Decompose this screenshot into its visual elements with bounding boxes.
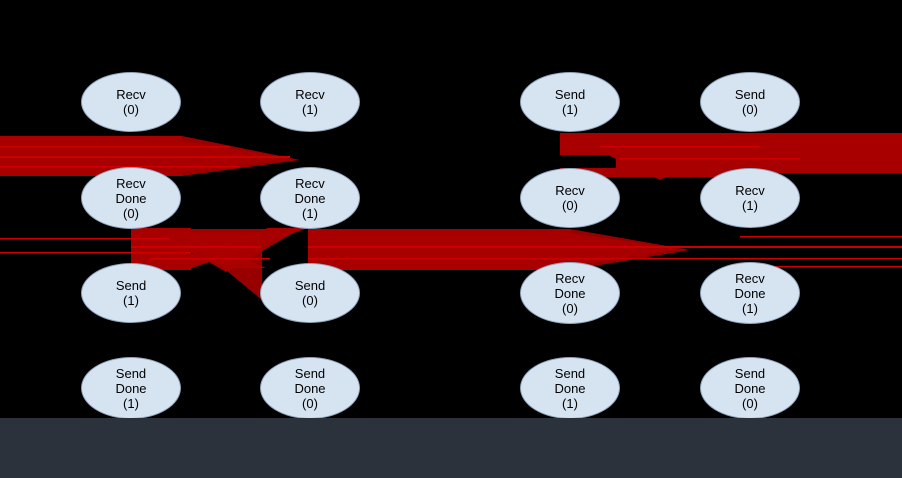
graph-node-label: Send (0)	[734, 87, 766, 117]
graph-node-label: Recv (0)	[116, 87, 146, 117]
graph-node-n03[interactable]: Send Done (1)	[81, 357, 181, 419]
graph-node-n23[interactable]: Send Done (1)	[520, 357, 620, 419]
edge-band-right-top	[560, 133, 902, 180]
graph-node-n33[interactable]: Send Done (0)	[700, 357, 800, 419]
graph-node-n20[interactable]: Send (1)	[520, 72, 620, 132]
graph-node-label: Recv Done (1)	[294, 175, 326, 221]
graph-node-n10[interactable]: Recv (1)	[260, 72, 360, 132]
edge-band-center-middle	[0, 229, 902, 270]
graph-node-n30[interactable]: Send (0)	[700, 72, 800, 132]
graph-node-label: Send (1)	[554, 87, 586, 117]
graph-node-n21[interactable]: Recv (0)	[520, 168, 620, 228]
graph-node-label: Send Done (0)	[734, 365, 766, 411]
graph-node-label: Recv Done (0)	[115, 175, 147, 221]
graph-node-n22[interactable]: Recv Done (0)	[520, 262, 620, 324]
graph-node-label: Send (0)	[294, 278, 326, 308]
graph-node-n11[interactable]: Recv Done (1)	[260, 167, 360, 229]
bottom-status-bar	[0, 418, 902, 478]
graph-node-label: Recv (1)	[295, 87, 325, 117]
graph-node-n32[interactable]: Recv Done (1)	[700, 262, 800, 324]
graph-node-n01[interactable]: Recv Done (0)	[81, 167, 181, 229]
graph-node-label: Recv Done (0)	[554, 270, 586, 316]
graph-node-label: Recv Done (1)	[734, 270, 766, 316]
graph-node-label: Send (1)	[115, 278, 147, 308]
graph-node-n02[interactable]: Send (1)	[81, 263, 181, 323]
graph-node-label: Recv (1)	[735, 183, 765, 213]
graph-node-label: Recv (0)	[555, 183, 585, 213]
graph-node-n12[interactable]: Send (0)	[260, 263, 360, 323]
graph-node-label: Send Done (1)	[115, 365, 147, 411]
graph-node-n31[interactable]: Recv (1)	[700, 168, 800, 228]
graph-node-n13[interactable]: Send Done (0)	[260, 357, 360, 419]
edge-band-left-top	[0, 136, 300, 176]
graph-node-label: Send Done (1)	[554, 365, 586, 411]
graph-node-label: Send Done (0)	[294, 365, 326, 411]
graph-node-n00[interactable]: Recv (0)	[81, 72, 181, 132]
